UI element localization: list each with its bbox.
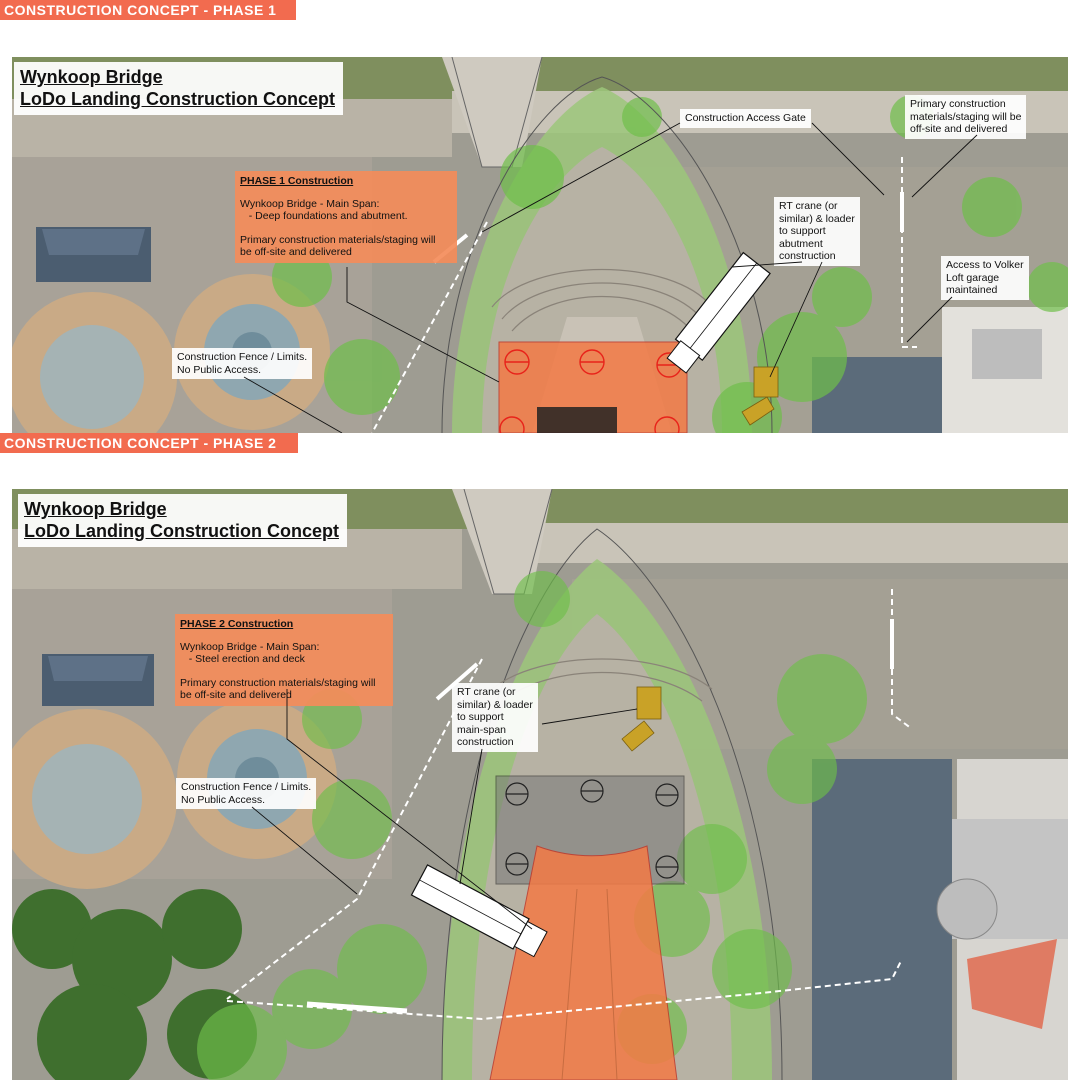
phase1-gate-text: Construction Access Gate (685, 112, 806, 124)
phase1-box-line1: Wynkoop Bridge - Main Span: (240, 197, 380, 210)
phase1-construction-box: PHASE 1 Construction Wynkoop Bridge - Ma… (235, 171, 457, 263)
phase1-tab: CONSTRUCTION CONCEPT - PHASE 1 (0, 0, 296, 20)
phase1-crane-line1: RT crane (or (779, 200, 838, 212)
phase2-construction-box: PHASE 2 Construction Wynkoop Bridge - Ma… (175, 614, 393, 706)
phase1-staging-callout: Primary construction materials/staging w… (905, 95, 1027, 139)
phase1-fence-line1: Construction Fence / Limits. (177, 351, 308, 363)
phase2-crane-line4: main-span (457, 723, 507, 736)
phase2-box-line2: - Steel erection and deck (180, 653, 305, 665)
phase1-volker-line3: maintained (946, 284, 998, 296)
phase2-tab: CONSTRUCTION CONCEPT - PHASE 2 (0, 433, 298, 453)
phase2-crane-callout: RT crane (or similar) & loader to suppor… (452, 683, 538, 752)
phase2-aerial-map (12, 489, 1068, 1080)
phase1-volker-line2: Loft garage (946, 271, 1000, 284)
phase2-box-line1: Wynkoop Bridge - Main Span: (180, 640, 320, 653)
phase1-title-line1: Wynkoop Bridge (20, 67, 163, 87)
phase1-staging-line1: Primary construction (910, 98, 1006, 110)
phase2-fence-callout: Construction Fence / Limits. No Public A… (176, 778, 317, 809)
phase2-box-heading: PHASE 2 Construction (180, 618, 294, 630)
phase1-box-line3: Primary construction materials/staging w… (240, 233, 436, 246)
phase1-crane-line3: to support (779, 225, 826, 237)
phase1-volker-callout: Access to Volker Loft garage maintained (941, 256, 1029, 300)
phase1-site-plan: Wynkoop Bridge LoDo Landing Construction… (12, 57, 1068, 433)
phase1-volker-line1: Access to Volker (946, 259, 1024, 271)
phase1-title-line2: LoDo Landing Construction Concept (20, 89, 335, 109)
phase1-fence-line2: No Public Access. (177, 363, 262, 376)
phase1-crane-line2: similar) & loader (779, 212, 855, 225)
phase1-staging-line3: off-site and delivered (910, 123, 1008, 135)
phase2-site-plan: Wynkoop Bridge LoDo Landing Construction… (12, 489, 1068, 1080)
phase1-gate-callout: Construction Access Gate (680, 109, 811, 128)
loader-icon (621, 686, 662, 752)
phase2-crane-line1: RT crane (or (457, 686, 516, 698)
phase2-title-line2: LoDo Landing Construction Concept (24, 521, 339, 541)
phase2-title-line1: Wynkoop Bridge (24, 499, 167, 519)
phase1-crane-line5: construction (779, 250, 836, 262)
phase2-crane-line3: to support (457, 711, 504, 723)
rt-crane-icon (666, 251, 771, 374)
phase2-crane-line2: similar) & loader (457, 698, 533, 711)
phase1-crane-callout: RT crane (or similar) & loader to suppor… (774, 197, 860, 266)
phase1-title: Wynkoop Bridge LoDo Landing Construction… (14, 62, 343, 115)
phase1-box-line2: - Deep foundations and abutment. (240, 210, 408, 222)
phase1-crane-line4: abutment (779, 237, 823, 250)
phase1-box-line4: be off-site and delivered (240, 246, 352, 258)
phase2-title: Wynkoop Bridge LoDo Landing Construction… (18, 494, 347, 547)
phase1-staging-line2: materials/staging will be (910, 110, 1022, 123)
phase1-box-heading: PHASE 1 Construction (240, 175, 354, 187)
phase1-fence-callout: Construction Fence / Limits. No Public A… (172, 348, 313, 379)
phase2-crane-line5: construction (457, 736, 514, 748)
phase2-fence-line1: Construction Fence / Limits. (181, 781, 312, 793)
phase2-box-line3: Primary construction materials/staging w… (180, 676, 376, 689)
phase2-box-line4: be off-site and delivered (180, 689, 292, 701)
phase2-fence-line2: No Public Access. (181, 793, 266, 806)
